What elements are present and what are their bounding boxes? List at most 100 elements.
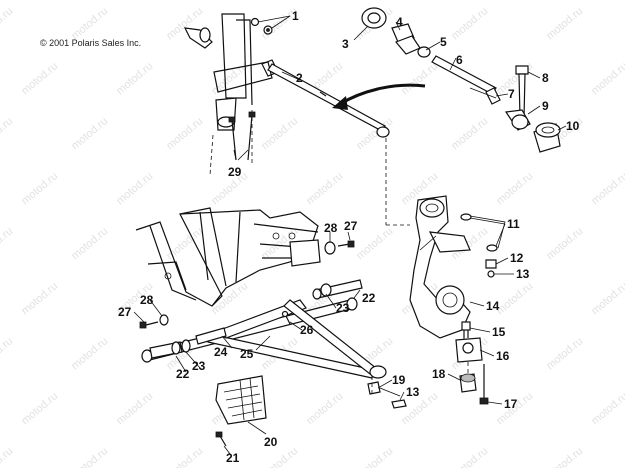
watermark-text: motod.ru xyxy=(19,170,60,207)
watermark-text: motod.ru xyxy=(164,445,205,468)
frame xyxy=(135,207,321,307)
callout-23b: 23 xyxy=(336,301,350,315)
watermark-text: motod.ru xyxy=(164,5,205,42)
callout-9: 9 xyxy=(542,99,549,113)
callout-2: 2 xyxy=(296,71,303,85)
callout-labels: 1 2 3 4 5 6 7 8 9 10 11 12 13 14 15 16 1… xyxy=(118,9,580,465)
watermark-text: motod.ru xyxy=(589,60,625,97)
watermark-text: motod.ru xyxy=(19,390,60,427)
watermark-text: motod.ru xyxy=(449,445,490,468)
nut-washer-1 xyxy=(250,17,273,35)
grease-fitting xyxy=(281,310,291,325)
pivot-tube-lower xyxy=(149,339,191,359)
watermark-text: motod.ru xyxy=(0,115,15,152)
watermark-text: motod.ru xyxy=(69,115,110,152)
watermark-text: motod.ru xyxy=(304,170,345,207)
callout-21: 21 xyxy=(226,451,240,465)
leader-lines xyxy=(133,15,567,455)
callout-16: 16 xyxy=(496,349,510,363)
callout-28a: 28 xyxy=(140,293,154,307)
a-arm xyxy=(141,297,387,379)
watermark-text: motod.ru xyxy=(589,390,625,427)
watermark-text: motod.ru xyxy=(19,60,60,97)
callout-11: 11 xyxy=(507,217,520,231)
callout-1: 1 xyxy=(292,9,299,23)
callout-25: 25 xyxy=(240,347,254,361)
direction-arrowhead xyxy=(332,96,348,110)
copyright-notice: © 2001 Polaris Sales Inc. xyxy=(40,38,142,48)
watermark-text: motod.ru xyxy=(544,445,585,468)
callout-7: 7 xyxy=(508,87,515,101)
callout-10: 10 xyxy=(566,119,580,133)
watermark-text: motod.ru xyxy=(0,335,15,372)
watermark-text: motod.ru xyxy=(449,5,490,42)
callout-14: 14 xyxy=(486,299,500,313)
watermark-text: motod.ru xyxy=(0,445,15,468)
bolt-21 xyxy=(215,431,227,447)
watermark-text: motod.ru xyxy=(69,5,110,42)
callout-4: 4 xyxy=(396,15,403,29)
ball-joint xyxy=(455,337,483,393)
watermark-text: motod.ru xyxy=(494,280,535,317)
watermark-text: motod.ru xyxy=(69,445,110,468)
nut-19 xyxy=(367,381,407,409)
callout-19: 19 xyxy=(392,373,406,387)
spindle-knuckle xyxy=(409,195,471,339)
callout-6: 6 xyxy=(456,53,463,67)
watermark-text: motod.ru xyxy=(69,335,110,372)
watermark-text: motod.ru xyxy=(69,225,110,262)
callout-27a: 27 xyxy=(118,305,132,319)
callout-23a: 23 xyxy=(192,359,206,373)
callout-29: 29 xyxy=(228,165,242,179)
callout-13b: 13 xyxy=(406,385,420,399)
watermark-text: motod.ru xyxy=(544,335,585,372)
watermark-text: motod.ru xyxy=(0,225,15,262)
watermark-text: motod.ru xyxy=(114,390,155,427)
callout-26: 26 xyxy=(300,323,314,337)
knuckle-hardware xyxy=(460,213,506,278)
watermark-text: motod.ru xyxy=(114,60,155,97)
bolt-27-lower xyxy=(139,314,169,329)
callout-3: 3 xyxy=(342,37,349,51)
watermark-text: motod.ru xyxy=(544,5,585,42)
bushing-10 xyxy=(533,122,561,153)
callout-13a: 13 xyxy=(516,267,530,281)
watermark-text: motod.ru xyxy=(354,225,395,262)
tie-rod xyxy=(267,63,390,225)
callout-24: 24 xyxy=(214,345,228,359)
watermark-text: motod.ru xyxy=(494,170,535,207)
watermark-text: motod.ru xyxy=(0,5,15,42)
bolt-15 xyxy=(461,321,471,338)
callout-15: 15 xyxy=(492,325,506,339)
watermark-text: motod.ru xyxy=(449,115,490,152)
watermark-text: motod.ru xyxy=(494,60,535,97)
rod-end-assembly xyxy=(361,7,501,105)
callout-27b: 27 xyxy=(344,219,358,233)
watermark-text: motod.ru xyxy=(354,445,395,468)
bolt-27-upper xyxy=(324,240,355,255)
callout-12: 12 xyxy=(510,251,524,265)
callout-28b: 28 xyxy=(324,221,338,235)
watermark-text: motod.ru xyxy=(259,115,300,152)
watermark-text: motod.ru xyxy=(19,280,60,317)
callout-17: 17 xyxy=(504,397,518,411)
watermark-text: motod.ru xyxy=(164,115,205,152)
watermark-text: motod.ru xyxy=(304,390,345,427)
callout-8: 8 xyxy=(542,71,549,85)
watermark-text: motod.ru xyxy=(589,280,625,317)
callout-22a: 22 xyxy=(176,367,190,381)
rod-end-9 xyxy=(504,109,531,131)
watermark-text: motod.ru xyxy=(164,225,205,262)
callout-20: 20 xyxy=(264,435,278,449)
bolt-17 xyxy=(479,364,489,405)
callout-18: 18 xyxy=(432,367,446,381)
watermark-text: motod.ru xyxy=(544,225,585,262)
watermark-text: motod.ru xyxy=(399,60,440,97)
bolts-29 xyxy=(228,111,256,161)
callout-5: 5 xyxy=(440,35,447,49)
guard-plate xyxy=(215,375,267,425)
callout-22b: 22 xyxy=(362,291,376,305)
